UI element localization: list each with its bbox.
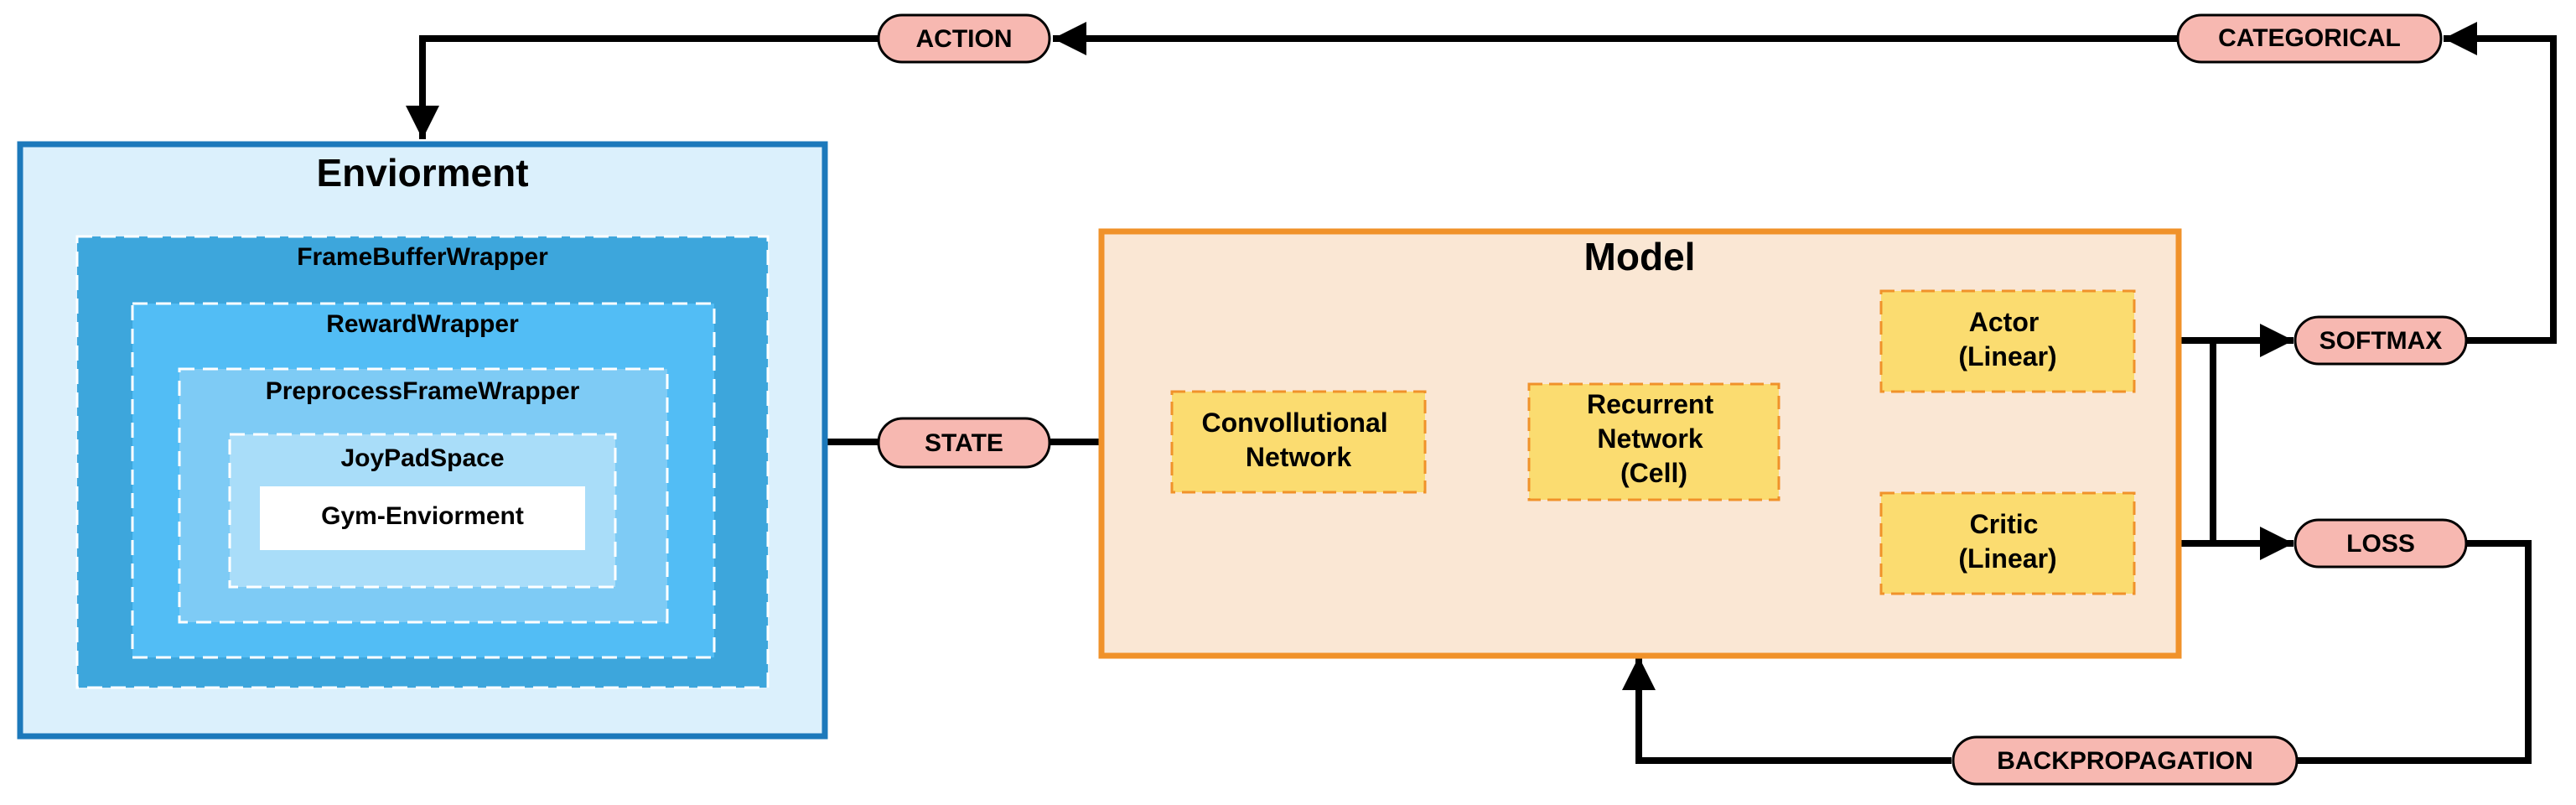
critic-label-line1: Critic xyxy=(1970,509,2039,539)
loss-pill: LOSS xyxy=(2294,518,2468,569)
loss-pill-label: LOSS xyxy=(2346,530,2415,558)
conv-network-block xyxy=(1170,390,1427,494)
model-title: Model xyxy=(1584,235,1696,278)
recurrent-network-label-line1: Recurrent xyxy=(1587,389,1714,419)
recurrent-network-label-line3: (Cell) xyxy=(1620,458,1687,488)
environment-title: Enviorment xyxy=(316,151,528,195)
critic-label-line2: (Linear) xyxy=(1958,543,2056,574)
softmax-pill-label: SOFTMAX xyxy=(2319,327,2443,355)
pill-labels: ACTION CATEGORICAL STATE SOFTMAX LOSS BA… xyxy=(877,13,2468,786)
recurrent-network-block xyxy=(1527,382,1780,501)
model-group: Model Convollutional Network Recurrent N… xyxy=(1098,228,2182,659)
preprocess-frame-wrapper-label: PreprocessFrameWrapper xyxy=(266,377,580,405)
critic-label: Critic (Linear) xyxy=(1958,509,2056,574)
recurrent-network-label: Recurrent Network (Cell) xyxy=(1587,389,1721,488)
backpropagation-pill: BACKPROPAGATION xyxy=(1951,735,2299,786)
backpropagation-pill-label: BACKPROPAGATION xyxy=(1997,747,2253,775)
framebuffer-wrapper-label: FrameBufferWrapper xyxy=(297,243,548,271)
conv-network-label-line1: Convollutional xyxy=(1201,408,1387,438)
action-pill-label: ACTION xyxy=(916,25,1013,53)
loss-to-backprop-line xyxy=(2295,540,2532,764)
softmax-pill: SOFTMAX xyxy=(2294,315,2468,366)
action-to-env-arrow xyxy=(406,35,879,139)
backpropagation-pill-shape xyxy=(1951,735,2299,786)
categorical-pill: CATEGORICAL xyxy=(2176,13,2443,64)
gym-environment-label: Gym-Enviorment xyxy=(321,502,524,530)
softmax-pill-shape xyxy=(2294,315,2468,366)
state-pill-shape xyxy=(877,417,1051,469)
action-pill-shape xyxy=(877,13,1051,64)
conv-network-label-line2: Network xyxy=(1246,442,1351,472)
categorical-pill-label: CATEGORICAL xyxy=(2218,24,2401,52)
action-pill: ACTION xyxy=(877,13,1051,64)
loss-pill-shape xyxy=(2294,518,2468,569)
actor-label: Actor (Linear) xyxy=(1958,307,2056,371)
recurrent-network-label-line2: Network xyxy=(1597,423,1703,454)
joypad-space-label: JoyPadSpace xyxy=(340,444,504,472)
environment-group: Enviorment FrameBufferWrapper RewardWrap… xyxy=(17,141,828,740)
reward-wrapper-label: RewardWrapper xyxy=(326,310,519,338)
actor-label-line2: (Linear) xyxy=(1958,341,2056,371)
actor-block xyxy=(1879,289,2136,393)
categorical-pill-shape xyxy=(2176,13,2443,64)
critic-block xyxy=(1879,491,2136,595)
state-pill-label: STATE xyxy=(925,429,1003,457)
backprop-to-model-arrow xyxy=(1622,657,1951,764)
conv-network-label: Convollutional Network xyxy=(1201,408,1395,472)
actor-label-line1: Actor xyxy=(1969,307,2040,337)
softmax-to-categorical-arrow xyxy=(2444,22,2557,344)
gym-environment-core xyxy=(260,486,585,550)
state-pill: STATE xyxy=(877,417,1051,469)
